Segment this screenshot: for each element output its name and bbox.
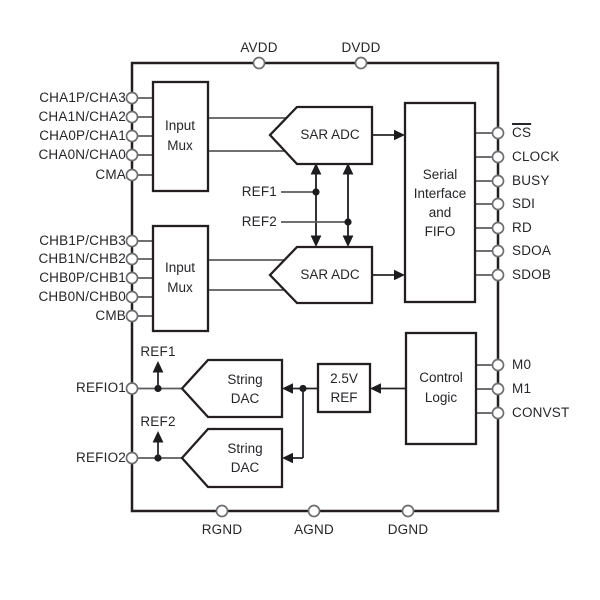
pin-circle [125,309,139,323]
pin-circle [491,406,505,420]
net-label-ref2-dac: REF2 [140,414,176,429]
sar-adc-a-block [268,105,374,166]
junction-dot [344,218,352,226]
arrowhead-left-icon [282,383,293,394]
arrowhead-up-icon [342,163,354,175]
junction-dot [312,188,320,196]
pin-label-cmb: CMB [95,308,126,323]
pin-circle [491,126,505,140]
pin-label-sdob: SDOB [512,267,552,282]
sar-adc-b-block [268,245,374,305]
pin-label-cs: CS [512,125,531,141]
pin-label-cha1p-cha3: CHA1P/CHA3 [39,90,126,105]
pin-circle-dvdd [354,56,368,70]
string-dac-a-block [180,358,284,419]
block-label-sar-adc-a: SAR ADC [300,127,360,142]
pin-circle [491,268,505,282]
pin-circle [491,174,505,188]
net-label-ref1-dac: REF1 [140,344,176,359]
pin-circle [491,244,505,258]
pin-label-chb0p-chb1: CHB0P/CHB1 [39,270,126,285]
pin-label-cma: CMA [95,167,126,182]
pin-circle [125,234,139,248]
arrowhead-down-icon [342,235,354,247]
arrowhead-right-icon [394,129,405,141]
pin-circle [125,271,139,285]
pin-circle [491,382,505,396]
pin-label-cha0n-cha0: CHA0N/CHA0 [38,147,126,162]
pin-label-cha0p-cha1: CHA0P/CHA1 [39,128,126,143]
block-label-control-logic: Control Logic [419,370,463,405]
pin-label-chb1p-chb3: CHB1P/CHB3 [39,233,126,248]
block-label-input-mux-a: Input Mux [164,118,196,153]
pin-label-sdi: SDI [512,196,536,211]
arrowhead-right-icon [394,269,405,281]
pin-label-dgnd: DGND [387,522,429,537]
pin-circle [401,504,415,518]
pin-circle [125,129,139,143]
pin-label-rgnd: RGND [201,522,243,537]
pin-circles [125,56,505,518]
block-label-serial-interface: Serial Interface and FIFO [413,167,467,239]
pin-circle [125,252,139,266]
pin-label-dvdd: DVDD [341,40,381,55]
pin-circle [125,110,139,124]
ref-bus-arrowheads [310,163,354,247]
ref-bus-shafts [315,169,349,242]
serial-interface-block [403,101,477,304]
pin-label-refio1: REFIO1 [76,380,126,395]
input-mux-a-block [151,80,210,193]
block-label-sar-adc-b: SAR ADC [300,267,360,282]
pin-circle [491,221,505,235]
mux-adc-wires [208,117,286,291]
pin-label-convst: CONVST [512,405,570,420]
block-label-voltage-ref: 2.5V REF [330,371,358,405]
arrowhead-left-icon [370,383,381,394]
pin-circle [125,148,139,162]
voltage-ref-block [316,362,372,414]
pin-label-avdd: AVDD [240,40,278,55]
net-label-ref2-mid: REF2 [241,214,277,229]
pin-circle [125,290,139,304]
arrowhead-down-icon [310,235,322,247]
pin-label-sdoa: SDOA [512,243,552,258]
pin-circle [125,382,139,395]
pin-circle [491,150,505,164]
pin-label-m1: M1 [512,381,532,396]
pin-label-chb1n-chb2: CHB1N/CHB2 [38,251,126,266]
string-dac-b-block [180,427,284,489]
pin-circle [491,197,505,211]
pin-circle [307,504,321,518]
pin-circle [125,451,139,465]
arrowhead-up-icon [152,431,164,443]
control-logic-block [404,331,478,446]
pin-label-refio2: REFIO2 [76,450,126,465]
pin-label-chb0n-chb0: CHB0N/CHB0 [38,289,126,304]
input-mux-b-block [151,224,210,333]
pin-circle [215,504,229,518]
pin-circle [125,168,139,182]
pin-label-rd: RD [512,220,532,235]
arrowhead-up-icon [310,163,322,175]
cs-overline-text: CS [512,125,532,140]
arrowhead-up-icon [152,361,164,373]
block-label-string-dac-a: String DAC [227,372,263,406]
block-label-string-dac-b: String DAC [227,441,263,475]
pin-label-agnd: AGND [294,522,334,537]
pin-label-m0: M0 [512,357,532,372]
arrowhead-left-icon [282,452,293,464]
pin-circle [491,358,505,372]
pin-label-clock: CLOCK [512,149,560,164]
net-label-ref1-mid: REF1 [241,184,277,199]
pin-label-cha1n-cha2: CHA1N/CHA2 [38,109,126,124]
pin-circle [125,91,139,105]
pin-label-busy: BUSY [512,173,550,188]
pin-circle-avdd [252,56,266,70]
block-label-input-mux-b: Input Mux [164,260,196,295]
